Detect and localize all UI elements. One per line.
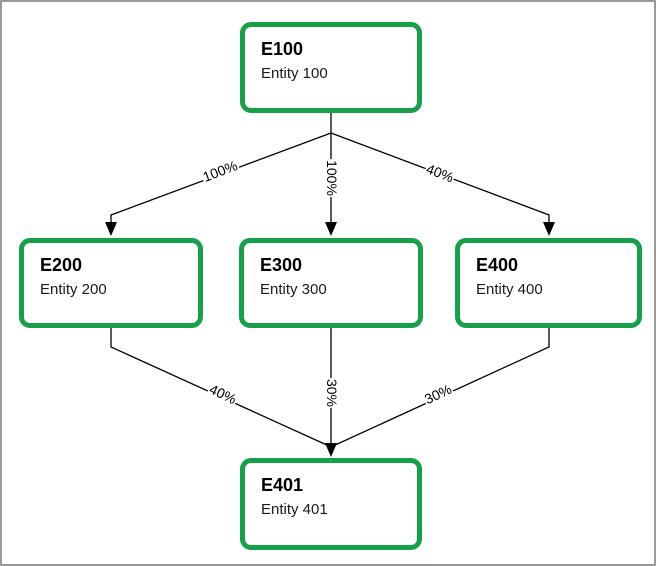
node-subtitle: Entity 400 <box>476 281 543 298</box>
node-title: E300 <box>260 255 303 275</box>
node-subtitle: Entity 300 <box>260 281 327 298</box>
node-title: E401 <box>261 475 304 495</box>
node-subtitle: Entity 100 <box>261 65 328 82</box>
node-title: E100 <box>261 39 304 59</box>
node-subtitle: Entity 401 <box>261 501 328 518</box>
node-e100[interactable]: E100 Entity 100 <box>240 22 422 113</box>
node-title: E400 <box>476 255 519 275</box>
node-e400[interactable]: E400 Entity 400 <box>455 238 642 328</box>
node-subtitle: Entity 200 <box>40 281 107 298</box>
edge-label-e300-e401[interactable]: 30% <box>324 377 340 409</box>
edge-e400-e401[interactable] <box>332 328 550 447</box>
node-e300[interactable]: E300 Entity 300 <box>239 238 423 328</box>
edge-e200-e401[interactable] <box>110 328 330 447</box>
arrowhead-e400 <box>543 222 555 236</box>
edge-e100-e200[interactable] <box>110 132 332 228</box>
edge-label-e100-e300[interactable]: 100% <box>324 159 340 197</box>
node-e401[interactable]: E401 Entity 401 <box>240 458 422 550</box>
arrowhead-e200 <box>105 222 117 236</box>
node-e200[interactable]: E200 Entity 200 <box>19 238 203 328</box>
arrowhead-e401 <box>325 443 337 457</box>
node-title: E200 <box>40 255 83 275</box>
arrowhead-e300 <box>325 222 337 236</box>
